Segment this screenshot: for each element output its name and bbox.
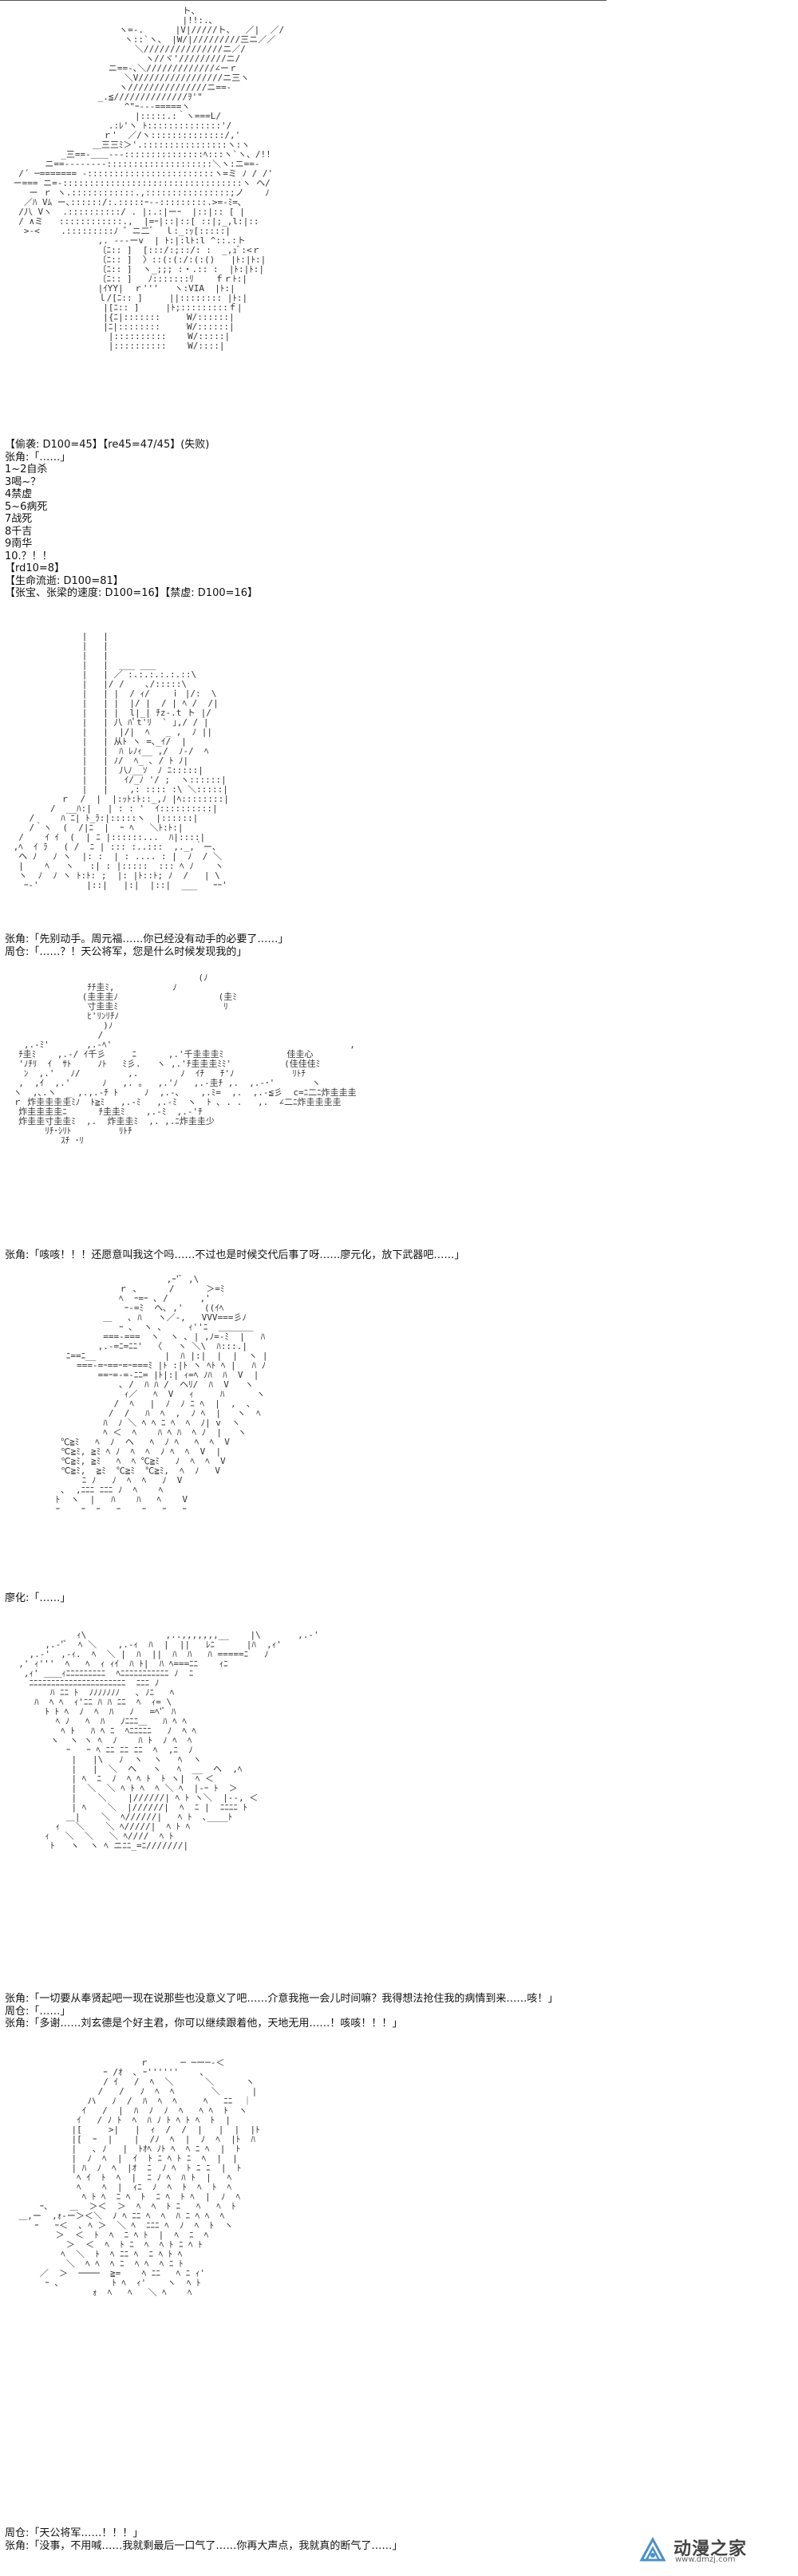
- dialogue-line: 9南华: [5, 538, 33, 550]
- dialogue-block-5: 张角:「一切要从奉贤起吧一现在说那些也没意义了吧……介意我拖一会儿时间嘛？我得想…: [5, 1993, 558, 2030]
- dialogue-line: 7战死: [5, 513, 33, 525]
- dialogue-block-1: 【偷袭: D100=45】【re45=47/45】(失败) 张角:「……」 1~…: [5, 439, 258, 600]
- ascii-art-panel-5: ｨ\ ,..,,,,,,,__ |\ ,.-' ,.-'ﾞ ﾍ ＼ ,.-ｨ ﾊ…: [18, 1631, 319, 1851]
- dialogue-line: 张角:「……」: [5, 451, 71, 464]
- dialogue-line: 【生命流逝: D100=81】: [5, 574, 124, 587]
- dialogue-line: 5~6病死: [5, 500, 48, 513]
- dmzj-logo-icon: [639, 2536, 666, 2562]
- dialogue-block-2: 张角:「先别动手。周元福……你已经没有动手的必要了……」 周仓:「……？！天公将…: [5, 933, 288, 958]
- dialogue-line: 8千吉: [5, 525, 33, 538]
- dialogue-line: 3喝~？: [5, 475, 41, 488]
- dialogue-block-4: 廖化:「……」: [5, 1592, 70, 1605]
- dialogue-block-3: 张角:「咳咳！！！还愿意叫我这个吗……不过也是时候交代后事了呀……廖元化，放下武…: [5, 1249, 464, 1262]
- dialogue-line: 廖化:「……」: [5, 1592, 71, 1604]
- dialogue-line: 周仓:「……？！天公将军，您是什么时候发现我的」: [5, 945, 247, 958]
- ascii-art-panel-1: ト、 |!!:.､ ヽ=-. |V|/////ト、 ／| ／/ ヽ::`ヽ、 |…: [13, 6, 285, 351]
- watermark-url: www.dmzj.com: [675, 2555, 736, 2564]
- ascii-art-panel-3: (ﾉ ﾁﾁ圭ﾐ, ﾉ (圭圭圭ﾉ (圭ﾐ 寸圭圭ﾐ ﾘ ﾋ'ﾘﾝﾘﾁﾉ )ﾉ /…: [13, 973, 357, 1146]
- dialogue-line: 周仓:「……」: [5, 2005, 71, 2018]
- watermark-name: 动漫之家: [674, 2539, 748, 2559]
- dialogue-line: 4禁虚: [5, 488, 33, 500]
- dialogue-line: 10.？！！: [5, 550, 53, 562]
- dialogue-block-6: 周仓:「天公将军……！！！」 张角:「没事，不用喊……我就剩最后一口气了……你再…: [5, 2527, 402, 2552]
- ascii-art-panel-6: ｒ ─ ─ー─-＜ ｰ /ｵ ､ ｰ'''''' ､ / ｲ / ﾍ ＼ ＼ ヽ…: [18, 2058, 260, 2298]
- dialogue-line: 1~2自杀: [5, 464, 48, 475]
- dialogue-line: 张角:「没事，不用喊……我就剩最后一口气了……你再大声点，我就真的断气了……」: [5, 2539, 403, 2552]
- dialogue-line: 张角:「多谢……刘玄德是个好主君，你可以继续跟着他，天地无用……！咳咳！！！」: [5, 2018, 403, 2030]
- ascii-art-panel-2: | | | | | | | | ___ ___ | | ／ :.:.:.:.:.…: [13, 632, 229, 890]
- dialogue-line: 周仓:「天公将军……！！！」: [5, 2527, 144, 2539]
- dialogue-line: 张角:「先别动手。周元福……你已经没有动手的必要了……」: [5, 933, 289, 945]
- ascii-art-panel-4: ,ｰ'ﾞ ,\ ｒ ､ / ＞=ﾐ ﾍ ｰ=ｰ ､ / ,' ｰ-=ﾐ ヘ､ ,…: [55, 1275, 268, 1514]
- dialogue-line: 张角:「一切要从奉贤起吧一现在说那些也没意义了吧……介意我拖一会儿时间嘛？我得想…: [5, 1993, 559, 2005]
- top-divider: [0, 0, 606, 1]
- dialogue-line: 张角:「咳咳！！！还愿意叫我这个吗……不过也是时候交代后事了呀……廖元化，放下武…: [5, 1249, 465, 1261]
- dialogue-line: 【偷袭: D100=45】【re45=47/45】(失败): [5, 439, 210, 451]
- dialogue-line: 【rd10=8】: [5, 562, 65, 574]
- site-watermark: 动漫之家 www.dmzj.com: [637, 2533, 788, 2568]
- dialogue-line: 【张宝、张梁的速度: D100=16】【禁虚: D100=16】: [5, 587, 259, 599]
